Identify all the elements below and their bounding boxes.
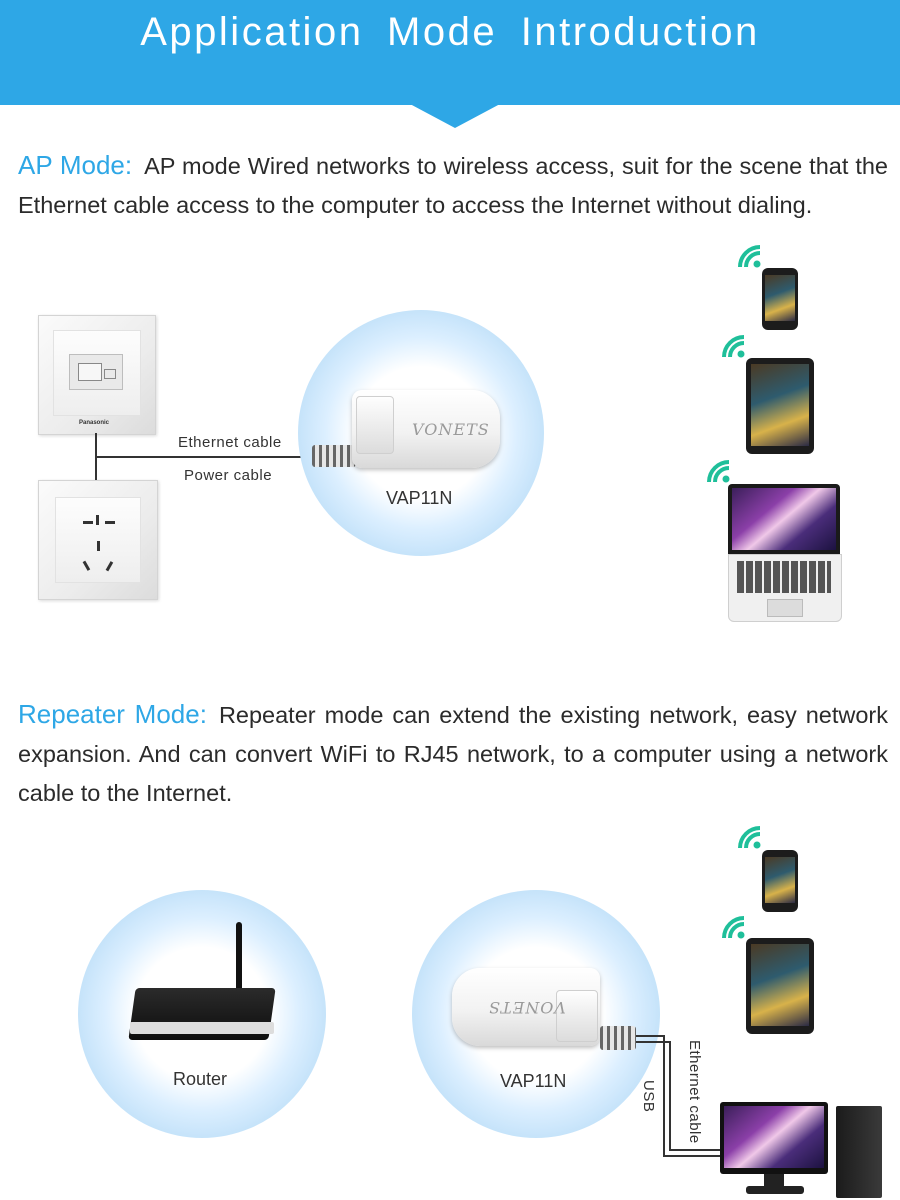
- network-wall-plate: Panasonic: [38, 315, 156, 435]
- laptop-icon: [728, 484, 842, 624]
- wifi-icon: [707, 460, 730, 483]
- usb-connector-repeater: [600, 1026, 636, 1050]
- vap11n-dongle: VONETS: [352, 390, 500, 468]
- ethernet-cable-label: Ethernet cable: [178, 434, 282, 451]
- usb-connector: [312, 445, 356, 467]
- ap-mode-label: AP Mode:: [18, 150, 133, 180]
- repeater-mode-description: Repeater mode can extend the existing ne…: [18, 702, 888, 806]
- wifi-icon: [738, 826, 761, 849]
- header-notch: [410, 104, 500, 128]
- ap-mode-description: AP mode Wired networks to wireless acces…: [18, 153, 888, 218]
- tablet-icon: [746, 938, 814, 1034]
- ethernet-cable-label-repeater: Ethernet cable: [686, 1040, 703, 1144]
- power-wall-plate: [38, 480, 158, 600]
- ap-mode-paragraph: AP Mode:AP mode Wired networks to wirele…: [18, 146, 888, 225]
- power-cable-label: Power cable: [184, 467, 273, 484]
- repeater-device-label: VAP11N: [500, 1071, 567, 1091]
- repeater-mode-label: Repeater Mode:: [18, 699, 207, 729]
- dongle-logo: VONETS: [412, 420, 490, 439]
- ap-cables: [95, 433, 320, 480]
- wifi-icon: [722, 335, 745, 358]
- repeater-mode-paragraph: Repeater Mode:Repeater mode can extend t…: [18, 695, 888, 813]
- repeater-mode-diagram: Router VONETS VAP11N Ethernet cable USB: [0, 820, 900, 1200]
- phone-icon: [762, 268, 798, 330]
- phone-icon: [762, 850, 798, 912]
- outlet-holes-icon: [82, 515, 115, 572]
- router-label: Router: [173, 1069, 228, 1089]
- router-icon: [128, 922, 278, 1046]
- ap-device-label: VAP11N: [386, 488, 453, 508]
- desktop-icon: [716, 1098, 886, 1200]
- header-banner: [0, 0, 900, 105]
- vap11n-dongle-repeater: VONETS: [452, 968, 600, 1046]
- plate-brand: Panasonic: [79, 420, 110, 426]
- wifi-icon: [722, 916, 745, 939]
- repeater-cables: [636, 1035, 724, 1157]
- usb-label: USB: [640, 1080, 657, 1113]
- tablet-icon: [746, 358, 814, 454]
- ap-mode-diagram: Panasonic Ethernet cable Power cable VON…: [0, 240, 900, 650]
- wifi-icon: [738, 245, 761, 268]
- page-title: Application Mode Introduction: [140, 10, 760, 54]
- socket-icon: [69, 354, 123, 390]
